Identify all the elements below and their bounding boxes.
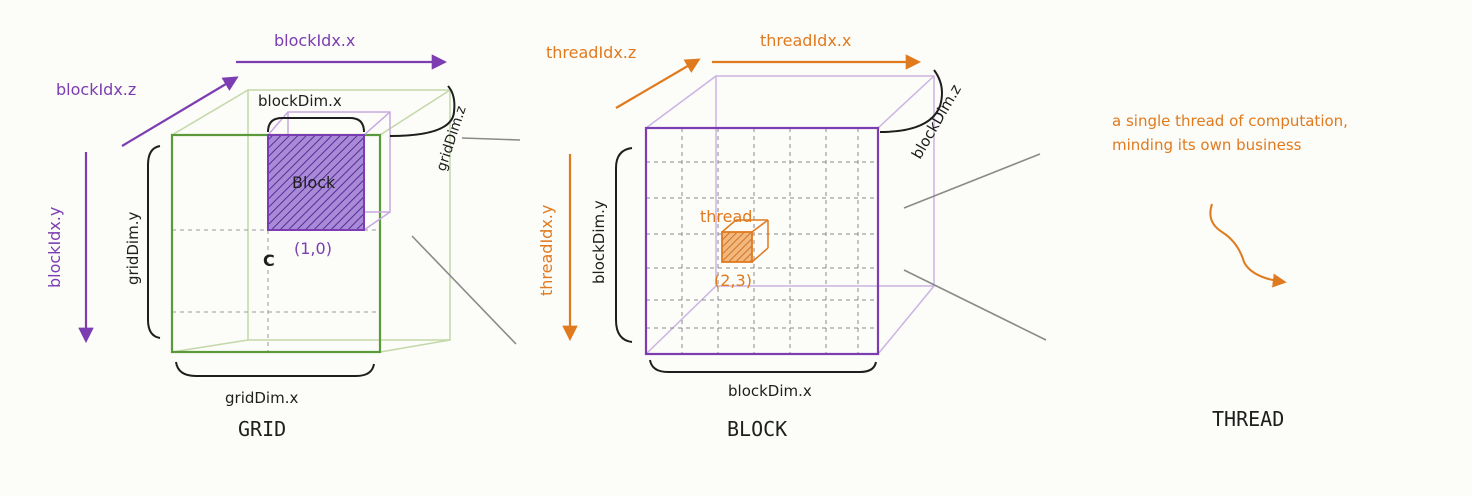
thread-idx-x-label: threadIdx.x [760,31,851,50]
grid-caption: GRID [238,417,286,441]
block-dim-x-label: blockDim.x [728,382,812,400]
thread-idx-y-label: threadIdx.y [537,205,556,296]
block-dashed-cells [646,128,878,354]
block-dim-z-brace [879,69,943,133]
grid-dim-y-brace [147,145,161,339]
grid-dim-z-brace [389,85,456,137]
grid-dim-x-brace [175,361,375,377]
grid-dim-x-label: gridDim.x [225,389,298,407]
block-idx-z-label: blockIdx.z [56,80,136,99]
block-dim-x-brace [267,117,365,133]
block-idx-z-arrow [121,76,239,147]
thread-label: thread [700,207,752,226]
thread-coord-label: (2,3) [714,271,752,290]
block-idx-x-label: blockIdx.x [274,31,355,50]
thread-idx-z-arrow [615,58,701,109]
grid-panel: Block (1,0) C gridDim.x gridDim.y blockD… [45,31,521,441]
block-cube-depth-edges [645,75,935,355]
block-dim-x-label-top: blockDim.x [258,92,342,110]
block-cube-front-face [644,126,880,356]
block-idx-y-label: blockIdx.y [45,207,64,288]
thread-note-arrow [1209,203,1287,288]
grid-dim-y-label: gridDim.y [124,212,142,285]
corner-c-label: C [263,251,275,270]
thread-front-face [721,231,753,263]
thread-idx-z-label: threadIdx.z [546,43,636,62]
block-cube-back-face [715,75,935,287]
block-panel: thread (2,3) blockDim.x blockDim.y block… [537,31,1047,441]
block-to-thread-connectors [903,153,1047,341]
grid-cube-back-face [247,89,451,341]
block-front-face [267,134,365,231]
thread-caption: THREAD [1212,407,1284,431]
block-dim-x-brace-bottom [649,359,877,373]
thread-note-line-1: a single thread of computation, [1112,112,1348,130]
thread-note-line-2: minding its own business [1112,136,1302,154]
block-label: Block [292,173,336,192]
block-coord-label: (1,0) [294,239,332,258]
thread-panel: a single thread of computation, minding … [1112,112,1348,431]
block-dim-y-label: blockDim.y [590,200,608,284]
grid-cube-depth-edges [171,89,451,353]
block-dim-y-brace [615,147,633,343]
highlighted-block [267,111,391,231]
grid-to-block-connectors [411,137,521,345]
highlighted-thread [721,219,769,263]
grid-dashed-cells [172,229,380,352]
block-caption: BLOCK [727,417,787,441]
